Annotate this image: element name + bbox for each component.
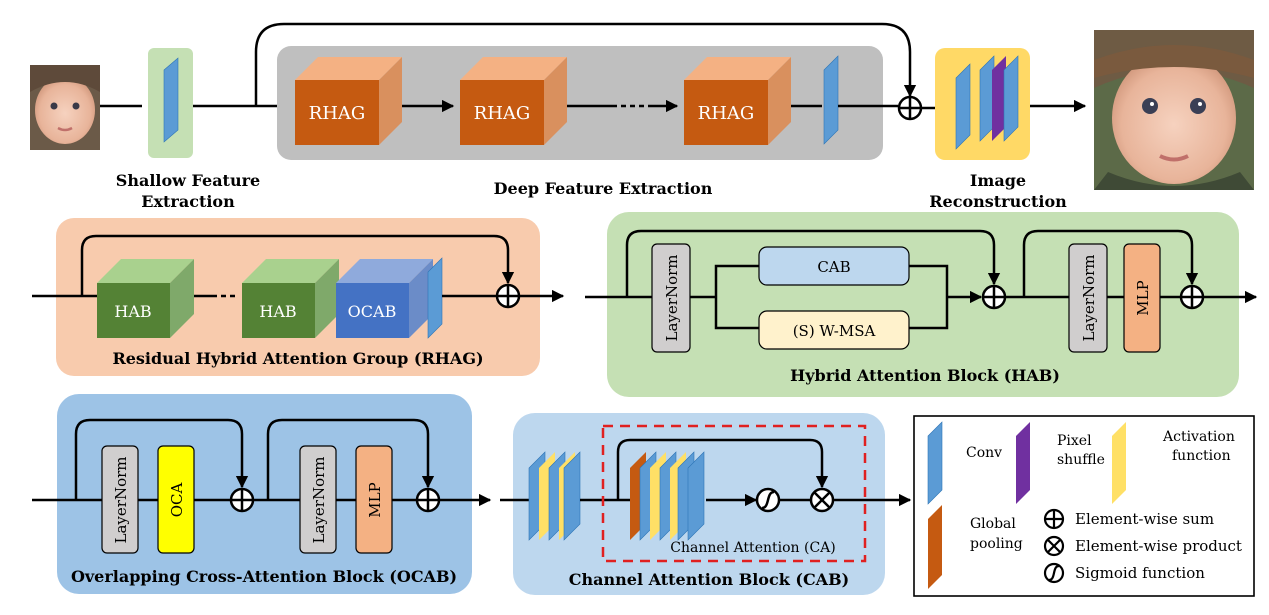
output-hr-image bbox=[1094, 30, 1254, 190]
legend-sigmoid-label: Sigmoid function bbox=[1075, 564, 1205, 582]
rhag-block-2: RHAG bbox=[460, 57, 567, 145]
product-icon bbox=[809, 487, 835, 513]
ocab-skip-2 bbox=[266, 418, 435, 500]
ocab-sum-icon-2 bbox=[415, 487, 441, 513]
legend-product-label: Element-wise product bbox=[1075, 537, 1242, 555]
ocab-skip-1 bbox=[74, 418, 249, 500]
rhag-sum-icon bbox=[495, 283, 521, 309]
recon-conv-2 bbox=[979, 55, 995, 142]
legend-sum-icon bbox=[1043, 508, 1065, 530]
hab-sum-icon-2 bbox=[1179, 284, 1205, 310]
rhag-label-2: RHAG bbox=[474, 103, 531, 124]
ocab-mlp-label: MLP bbox=[366, 482, 384, 517]
legend-box bbox=[913, 415, 1255, 597]
shallow-label-line2: Extraction bbox=[141, 192, 235, 211]
legend-gp-line1: Global bbox=[970, 516, 1016, 532]
ca-skip-connection bbox=[616, 438, 829, 500]
ocab-title: Overlapping Cross-Attention Block (OCAB) bbox=[71, 567, 457, 586]
rhag-skip-connection bbox=[80, 234, 515, 296]
legend-pixel-line2: shuffle bbox=[1057, 452, 1105, 468]
hab-layernorm-1-label: LayerNorm bbox=[663, 255, 681, 342]
global-skip-connection bbox=[254, 22, 917, 106]
legend-pixel-line1: Pixel bbox=[1057, 433, 1092, 449]
cab-conv-3 bbox=[563, 451, 581, 541]
legend-global-pooling-icon bbox=[928, 505, 942, 589]
hab-branch-wmsa bbox=[714, 297, 759, 330]
legend-product-icon bbox=[1043, 535, 1065, 557]
rhag-conv bbox=[427, 257, 443, 339]
hab-mlp-label: MLP bbox=[1134, 280, 1152, 315]
wmsa-label: (S) W-MSA bbox=[793, 322, 876, 340]
ocab-layernorm-2-label: LayerNorm bbox=[310, 457, 328, 544]
input-lr-image bbox=[30, 65, 100, 150]
deep-conv bbox=[823, 55, 839, 145]
hab-label-2: HAB bbox=[259, 302, 296, 321]
hab-sum-icon-1 bbox=[981, 284, 1007, 310]
rhag-label-3: RHAG bbox=[698, 103, 755, 124]
ca-label: Channel Attention (CA) bbox=[670, 540, 835, 556]
ca-conv-4 bbox=[687, 451, 705, 541]
ocab-label: OCAB bbox=[348, 302, 397, 321]
legend-sum-label: Element-wise sum bbox=[1075, 510, 1214, 528]
deep-label: Deep Feature Extraction bbox=[494, 179, 713, 198]
hab-skip-1 bbox=[625, 229, 1001, 297]
cab-label: CAB bbox=[817, 258, 850, 276]
recon-label-line2: Reconstruction bbox=[929, 192, 1067, 211]
ocab-layernorm-1-label: LayerNorm bbox=[112, 457, 130, 544]
top-sum-icon bbox=[897, 95, 923, 121]
recon-conv-1 bbox=[955, 63, 971, 150]
hab-layernorm-2-label: LayerNorm bbox=[1080, 255, 1098, 342]
ocab-block: OCAB bbox=[336, 259, 433, 338]
ocab-sum-icon-1 bbox=[229, 487, 255, 513]
hab-title: Hybrid Attention Block (HAB) bbox=[790, 366, 1060, 385]
legend-sigmoid-icon bbox=[1043, 562, 1065, 584]
hab-merge-wmsa bbox=[909, 297, 949, 330]
hab-block-1: HAB bbox=[97, 259, 194, 338]
legend-conv-label: Conv bbox=[966, 445, 1002, 461]
shallow-conv bbox=[163, 57, 179, 143]
hab-merge-cab bbox=[909, 264, 949, 297]
hab-branch-cab bbox=[714, 264, 759, 297]
shallow-label-line1: Shallow Feature bbox=[116, 171, 260, 190]
wmsa-box bbox=[758, 310, 910, 350]
ca-dashed-region bbox=[601, 424, 867, 563]
sigmoid-icon bbox=[755, 487, 781, 513]
hab-label-1: HAB bbox=[114, 302, 151, 321]
legend-conv-icon bbox=[927, 421, 943, 505]
hab-skip-2 bbox=[1022, 229, 1199, 297]
oca-label: OCA bbox=[168, 483, 186, 518]
recon-label-line1: Image bbox=[970, 171, 1026, 190]
legend-act-line1: Activation bbox=[1162, 429, 1235, 445]
hab-block-2: HAB bbox=[242, 259, 339, 338]
legend-act-line2: function bbox=[1172, 448, 1231, 464]
recon-pixel-shuffle bbox=[992, 56, 1006, 141]
legend-pixel-shuffle-icon bbox=[1016, 422, 1030, 504]
rhag-block-1: RHAG bbox=[295, 57, 402, 145]
rhag-block-3: RHAG bbox=[684, 57, 791, 145]
legend-activation-icon bbox=[1112, 422, 1126, 504]
recon-conv-3 bbox=[1003, 55, 1019, 142]
rhag-label-1: RHAG bbox=[309, 103, 366, 124]
rhag-title: Residual Hybrid Attention Group (RHAG) bbox=[112, 349, 483, 368]
cab-title: Channel Attention Block (CAB) bbox=[569, 570, 849, 589]
legend-gp-line2: pooling bbox=[970, 536, 1023, 552]
